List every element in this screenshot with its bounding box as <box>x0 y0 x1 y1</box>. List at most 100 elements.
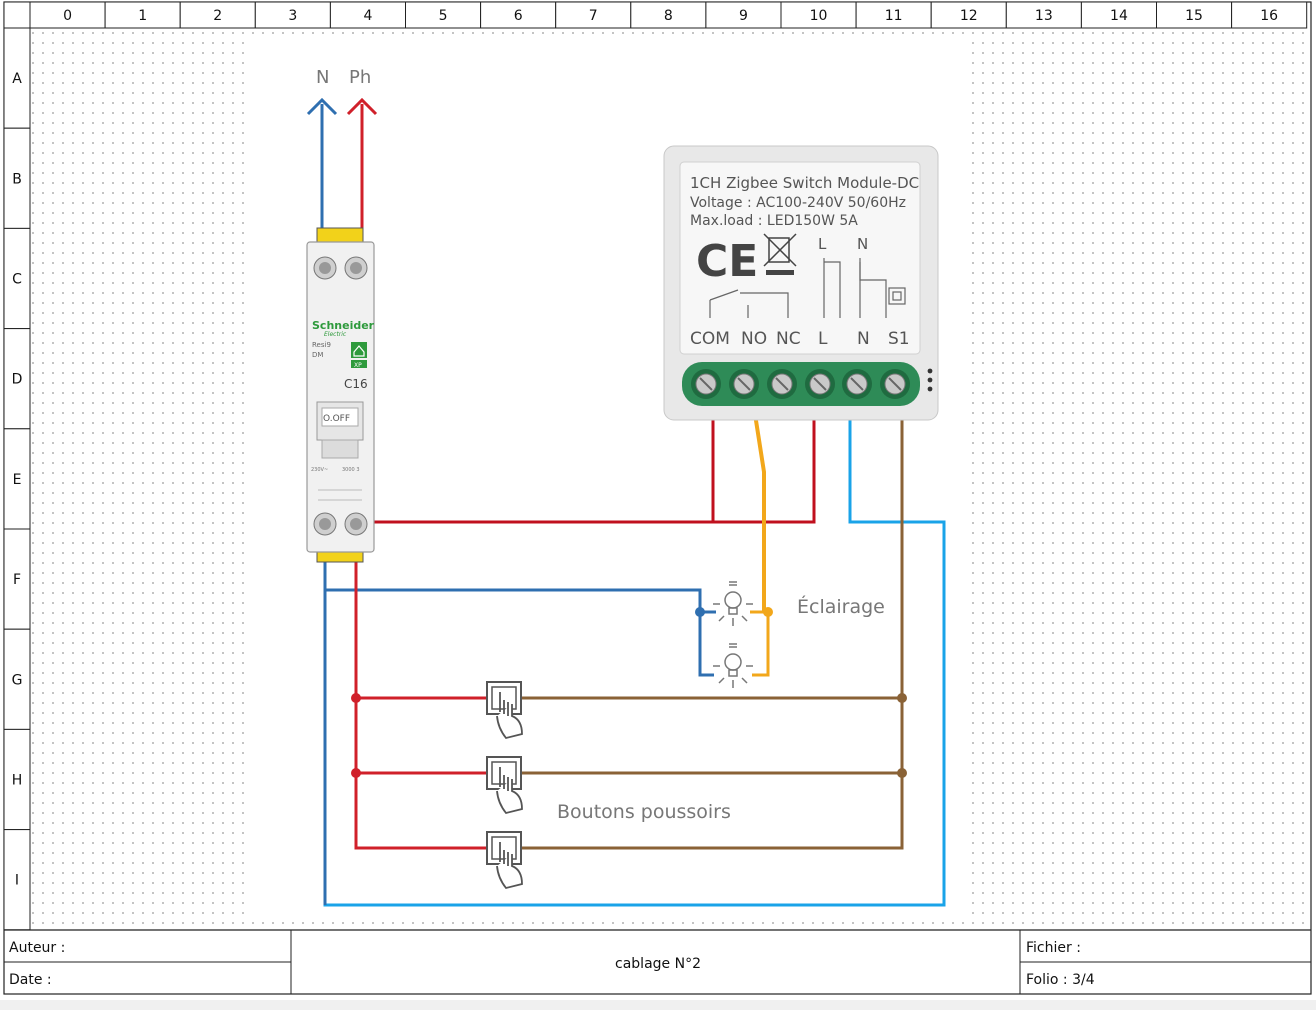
breaker-screw-icon <box>350 518 362 530</box>
row-header-cell <box>3 27 31 129</box>
date-label: Date : <box>9 972 52 988</box>
pushbutton-icon <box>486 681 523 740</box>
lamp-2 <box>713 643 753 688</box>
switched-junction <box>763 607 773 617</box>
breaker-body <box>306 241 375 553</box>
column-header-label: 16 <box>1260 8 1278 24</box>
breaker-switch-window <box>321 407 359 427</box>
phase-junction-2 <box>351 768 361 778</box>
breaker-type: DM <box>312 351 323 359</box>
row-header-label: H <box>12 773 23 789</box>
neutral-arrow-icon <box>306 97 338 116</box>
terminal-screw-slot <box>737 377 751 391</box>
column-header-label: 15 <box>1185 8 1203 24</box>
column-header-cell <box>630 1 707 29</box>
row-header-label: I <box>15 873 19 889</box>
column-header-label: 10 <box>810 8 828 24</box>
terminal-screw-slot <box>888 377 902 391</box>
breaker-screw-icon <box>319 262 331 274</box>
row-header-label: D <box>12 372 23 388</box>
breaker-toggle <box>321 439 359 459</box>
breaker-screw-icon <box>350 262 362 274</box>
terminal-label: NC <box>776 329 801 349</box>
s1-wire <box>522 382 904 850</box>
row-header-label: F <box>13 572 21 588</box>
row-header-label: C <box>12 272 22 288</box>
breaker-switch-label: O.OFF <box>323 414 350 424</box>
row-header-label: E <box>13 472 22 488</box>
column-header-label: 5 <box>439 8 448 24</box>
row-header-cell <box>3 728 31 831</box>
terminal-label: N <box>857 329 870 349</box>
column-header-label: 6 <box>514 8 523 24</box>
circuit-breaker: Schneider Electric Resi9 DM XP C16 O.OFF… <box>306 227 375 563</box>
column-header-cell <box>930 1 1007 29</box>
home-icon <box>351 342 367 358</box>
column-header-cell <box>480 1 557 29</box>
phase-label: Ph <box>349 67 371 88</box>
column-header-cell <box>555 1 632 29</box>
column-header-cell <box>780 1 857 29</box>
neutral-label: N <box>316 67 329 88</box>
column-header-label: 11 <box>885 8 903 24</box>
phase-to-l-wire <box>713 382 816 524</box>
terminal-screw-slot <box>775 377 789 391</box>
wiring <box>306 97 946 907</box>
column-header-label: 8 <box>664 8 673 24</box>
column-header-label: 7 <box>589 8 598 24</box>
neutral-junction <box>695 607 705 617</box>
column-header-cell <box>855 1 932 29</box>
breaker-range: Resi9 <box>312 341 331 349</box>
ce-mark-icon: CE <box>696 236 758 287</box>
terminal-screw-slot <box>850 377 864 391</box>
breaker-brand-sub: Electric <box>324 331 347 338</box>
column-header-label: 12 <box>960 8 978 24</box>
terminal-label: S1 <box>888 329 910 349</box>
module-internal-schematic <box>709 258 906 318</box>
breaker-brand: Schneider <box>312 319 375 332</box>
module-top-n: N <box>857 235 868 253</box>
zigbee-module: 1CH Zigbee Switch Module-DC Voltage : AC… <box>663 145 939 421</box>
drawing-title: cablage N°2 <box>615 956 701 972</box>
home-icon <box>353 345 365 357</box>
row-header-cell <box>3 227 31 330</box>
neutral-lamp-wire <box>325 588 714 677</box>
row-header-cell <box>3 528 31 630</box>
row-header-cell <box>3 829 31 931</box>
pushbuttons-label: Boutons poussoirs <box>557 801 731 823</box>
column-header-label: 0 <box>63 8 72 24</box>
author-label: Auteur : <box>9 940 65 956</box>
s1-junction-1 <box>897 693 907 703</box>
module-title: 1CH Zigbee Switch Module-DC <box>690 174 919 192</box>
row-header-cell <box>3 328 31 430</box>
terminal-label: COM <box>690 329 730 349</box>
lamp-1 <box>713 581 753 626</box>
switched-lamp-wire <box>750 610 770 677</box>
column-header-label: 14 <box>1110 8 1128 24</box>
indicator-dot <box>927 377 933 383</box>
row-header-label: A <box>12 71 22 87</box>
terminal-label: L <box>818 329 828 349</box>
column-header-label: 3 <box>288 8 297 24</box>
bottom-strip <box>0 1000 1316 1010</box>
breaker-top-clip <box>316 227 364 243</box>
file-label: Fichier : <box>1026 940 1081 956</box>
indicator-dot <box>927 368 933 374</box>
column-header-cell <box>329 1 406 29</box>
module-maxload: Max.load : LED150W 5A <box>690 213 858 229</box>
phase-pushbutton-wire <box>354 560 486 850</box>
s1-junction-2 <box>897 768 907 778</box>
corner-cell <box>3 1 31 29</box>
indicator-dot <box>927 386 933 392</box>
breaker-screw-icon <box>319 518 331 530</box>
column-header-label: 9 <box>739 8 748 24</box>
pushbutton-icon <box>486 756 523 815</box>
column-header-label: 13 <box>1035 8 1053 24</box>
column-header-label: 2 <box>213 8 222 24</box>
breaker-spec-right: 3000 3 <box>342 467 360 473</box>
column-header-cell <box>705 1 782 29</box>
weee-bin-icon <box>763 233 797 275</box>
lighting-label: Éclairage <box>797 595 885 618</box>
